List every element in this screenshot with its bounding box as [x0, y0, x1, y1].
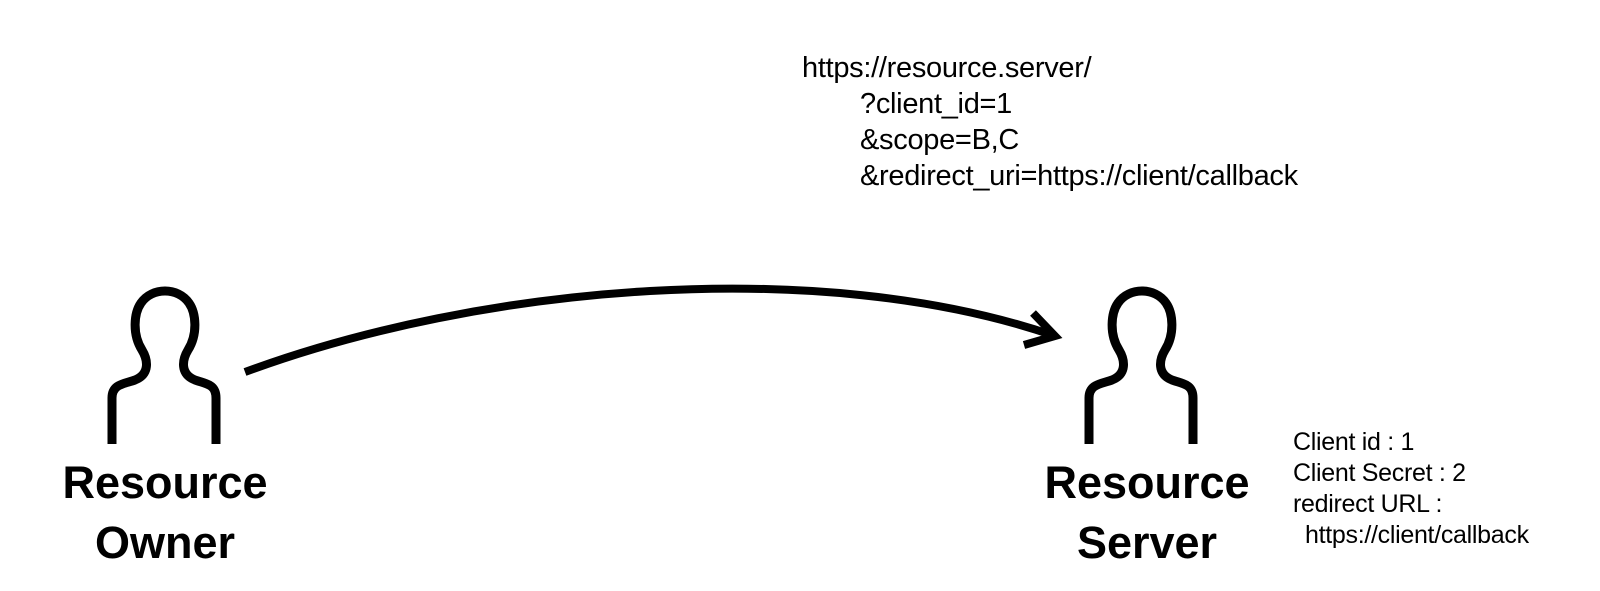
server-label-line2: Server — [1076, 517, 1218, 568]
client-registration-info: Client id : 1 Client Secret : 2 redirect… — [1293, 427, 1529, 551]
request-param-client-id: ?client_id=1 — [860, 88, 1012, 120]
authorization-request-url: https://resource.server/ ?client_id=1 &s… — [802, 50, 1298, 194]
client-secret-text: Client Secret : 2 — [1293, 459, 1466, 487]
arrow-curve — [243, 284, 1057, 376]
redirect-arrow — [243, 284, 1063, 376]
request-param-redirect-uri: &redirect_uri=https://client/callback — [860, 160, 1298, 192]
client-id-text: Client id : 1 — [1293, 428, 1415, 456]
arrow-head — [1022, 310, 1063, 349]
redirect-url-label: redirect URL : — [1293, 490, 1443, 518]
request-param-scope: &scope=B,C — [860, 124, 1020, 156]
owner-label-line2: Owner — [94, 517, 236, 568]
owner-person-icon — [107, 286, 221, 444]
server-person-icon — [1084, 286, 1198, 444]
request-base-url: https://resource.server/ — [802, 52, 1092, 84]
owner-label-line1: Resource — [62, 457, 268, 508]
server-label-line1: Resource — [1044, 457, 1250, 508]
resource-owner-label: Resource Owner — [40, 453, 290, 573]
redirect-url-value: https://client/callback — [1305, 521, 1529, 549]
resource-server-label: Resource Server — [1022, 453, 1272, 573]
